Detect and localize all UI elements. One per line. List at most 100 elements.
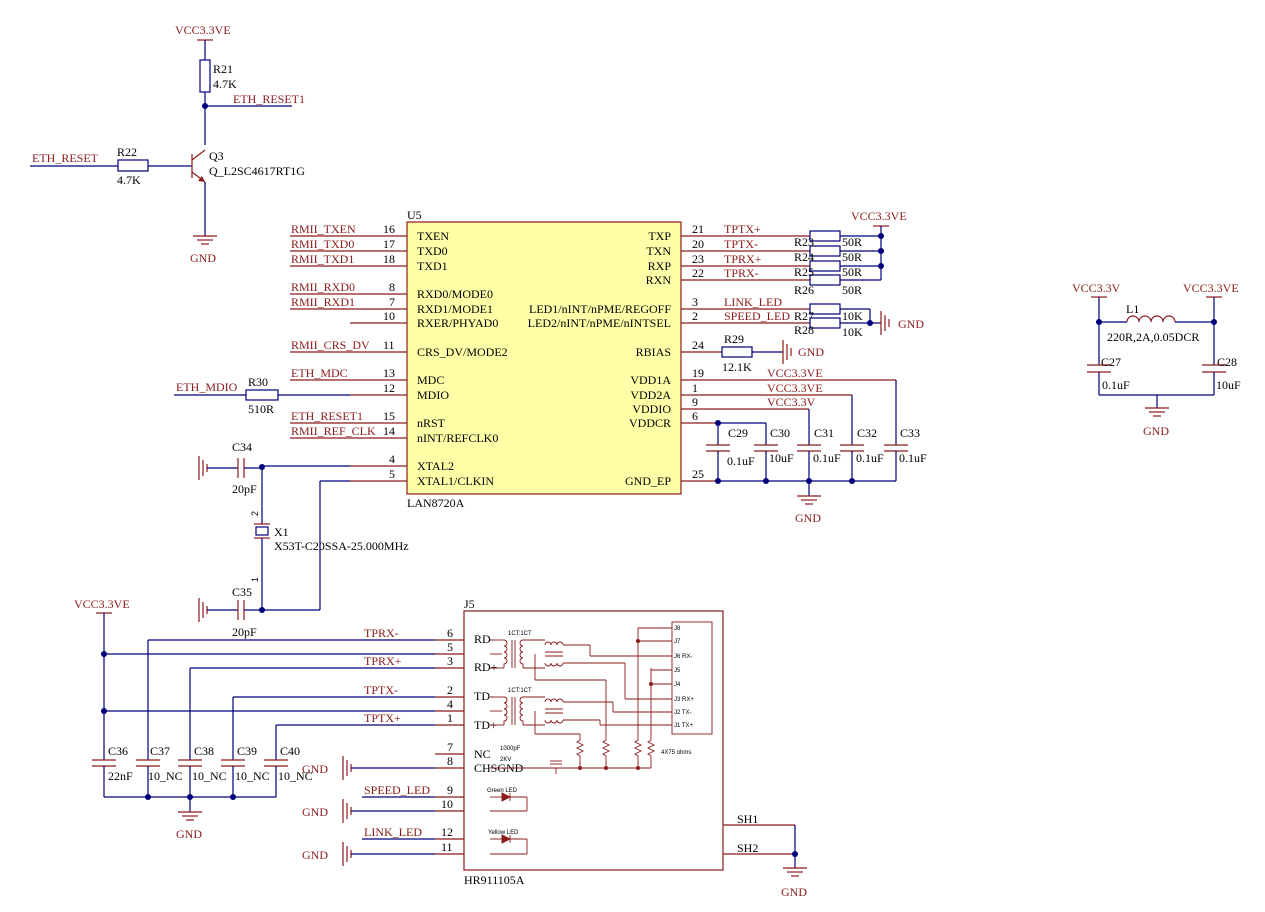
u5-pin-name-rbias: RBIAS <box>636 345 671 359</box>
u5-pin-name-rxp: RXP <box>648 259 672 273</box>
u5-pin-21: 21 <box>692 222 704 236</box>
u5-pin-3: 3 <box>692 295 698 309</box>
r25-ref: R25 <box>794 265 814 279</box>
jack-pin-j2: J2 TX- <box>674 710 692 716</box>
u5-pin-22: 22 <box>692 266 704 280</box>
power-label-vcc33ve: VCC3.3VE <box>175 23 231 37</box>
c35-value: 20pF <box>232 625 257 639</box>
decoupling-capacitors: GND C29 0.1uF C30 10uF C31 0.1uF C32 0.1… <box>706 380 927 525</box>
c37-value: 10_NC <box>148 769 183 783</box>
net-label-eth-reset: ETH_RESET <box>32 151 99 165</box>
u5-pin-name-txd0: TXD0 <box>417 244 448 258</box>
c29-value: 0.1uF <box>727 454 755 468</box>
u5-pin-7: 7 <box>389 295 395 309</box>
u5-pin-name-vddio: VDDIO <box>632 402 671 416</box>
j5-pin-4: 4 <box>447 697 453 711</box>
j5-pin-11: 11 <box>441 840 453 854</box>
j5-net-tprx-minus: TPRX- <box>364 626 399 640</box>
mdio-resistor: ETH_MDIO R30 510R <box>174 375 350 416</box>
u5-pin-25: 25 <box>692 467 704 481</box>
c30-value: 10uF <box>769 451 794 465</box>
gnd-label-led-yellow: GND <box>302 848 328 862</box>
r21-ref: R21 <box>213 62 233 76</box>
gnd-label-led-res: GND <box>898 317 924 331</box>
j5-leds <box>490 792 528 855</box>
net-label-vddio: VCC3.3V <box>767 395 816 409</box>
c34-value: 20pF <box>232 482 257 496</box>
net-label-rmii-txen: RMII_TXEN <box>291 222 356 236</box>
u5-pin-name-led2: LED2/nINT/nPME/nINTSEL <box>528 316 671 330</box>
net-label-speed-led: SPEED_LED <box>724 309 790 323</box>
j5-pin-5: 5 <box>447 640 453 654</box>
gnd-label-decoupling: GND <box>795 511 821 525</box>
resistor-r30 <box>245 389 279 401</box>
c38-ref: C38 <box>194 744 214 758</box>
u5-pin-name-nint: nINT/REFCLK0 <box>417 431 498 445</box>
j5-pin-name-td-minus: TD- <box>474 689 494 703</box>
net-label-rmii-rxd0: RMII_RXD0 <box>291 280 355 294</box>
x1-pin2: 2 <box>250 511 260 516</box>
r21-value: 4.7K <box>213 77 237 91</box>
u5-pin-name-xtal2: XTAL2 <box>417 459 454 473</box>
j5-pin-10: 10 <box>441 797 453 811</box>
net-label-eth-mdio: ETH_MDIO <box>176 380 238 394</box>
net-label-rmii-crs-dv: RMII_CRS_DV <box>291 338 370 352</box>
u5-pin-15: 15 <box>383 409 395 423</box>
power-label-vcc33ve-bypass: VCC3.3VE <box>74 597 130 611</box>
led-resistors: GND R27 10K R28 10K <box>794 303 924 339</box>
net-label-eth-reset1-out: ETH_RESET1 <box>233 92 305 106</box>
net-label-tprx-plus: TPRX+ <box>724 252 762 266</box>
net-label-rmii-txd0: RMII_TXD0 <box>291 237 354 251</box>
net-label-eth-mdc: ETH_MDC <box>291 366 348 380</box>
u5-pin-13: 13 <box>383 366 395 380</box>
j5-tx-transformer-ratio: 1CT:1CT <box>508 688 532 694</box>
inductor-l1 <box>1126 315 1176 323</box>
j5-magnetics <box>490 627 676 774</box>
power-label-vcc33ve-term: VCC3.3VE <box>851 209 907 223</box>
net-label-rmii-rxd1: RMII_RXD1 <box>291 295 355 309</box>
u5-pin-name-mdc: MDC <box>417 373 444 387</box>
u5-pin-19: 19 <box>692 366 704 380</box>
c35-ref: C35 <box>232 585 252 599</box>
c31-ref: C31 <box>814 426 834 440</box>
gnd-label-shield: GND <box>781 885 807 899</box>
net-label-tptx-minus: TPTX- <box>724 237 758 251</box>
c29-ref: C29 <box>728 426 748 440</box>
u5-pin-20: 20 <box>692 237 704 251</box>
jack-pin-j4: J4 <box>674 682 681 688</box>
jack-pin-j7: J7 <box>674 639 681 645</box>
j5-net-speed-led: SPEED_LED <box>364 783 430 797</box>
r27-value: 10K <box>842 309 863 323</box>
j5-jack-block <box>671 621 713 735</box>
green-led-label: Green LED <box>487 788 518 794</box>
r24-ref: R24 <box>794 250 814 264</box>
jack-pin-j1: J1 TX+ <box>674 723 694 729</box>
j5-pin-name-td-plus: TD+ <box>474 718 497 732</box>
r29-value: 12.1K <box>722 360 752 374</box>
j5-net-link-led: LINK_LED <box>364 825 422 839</box>
gnd-symbol-q3 <box>193 235 217 245</box>
c40-ref: C40 <box>280 744 300 758</box>
rbias-resistor: GND R29 12.1K <box>721 332 824 374</box>
resistor-r21 <box>199 59 211 93</box>
c27-ref: C27 <box>1101 355 1121 369</box>
j5-res-net: 4X75 ohms <box>661 750 691 756</box>
r29-ref: R29 <box>724 332 744 346</box>
r28-ref: R28 <box>794 323 814 337</box>
u5-pin-name-vdd1a: VDD1A <box>630 373 671 387</box>
j5-sh2: SH2 <box>737 841 758 855</box>
gnd-label-filter: GND <box>1143 424 1169 438</box>
q3-part: Q_L2SC4617RT1G <box>209 164 305 178</box>
j5-pin-6: 6 <box>447 626 453 640</box>
gnd-label-rbias: GND <box>798 345 824 359</box>
j5-pin-1: 1 <box>447 711 453 725</box>
u5-lan8720a: U5 LAN8720A RMII_TXEN RMII_TXD0 RMII_TXD… <box>290 208 896 510</box>
c28-value: 10uF <box>1216 378 1241 392</box>
net-label-tptx-plus: TPTX+ <box>724 222 761 236</box>
j5-pin-name-rd-plus: RD+ <box>474 660 498 674</box>
u5-pin-18: 18 <box>383 252 395 266</box>
u5-pin-name-crs-dv: CRS_DV/MODE2 <box>417 345 508 359</box>
u5-pin-5: 5 <box>389 467 395 481</box>
c36-value: 22nF <box>108 769 133 783</box>
